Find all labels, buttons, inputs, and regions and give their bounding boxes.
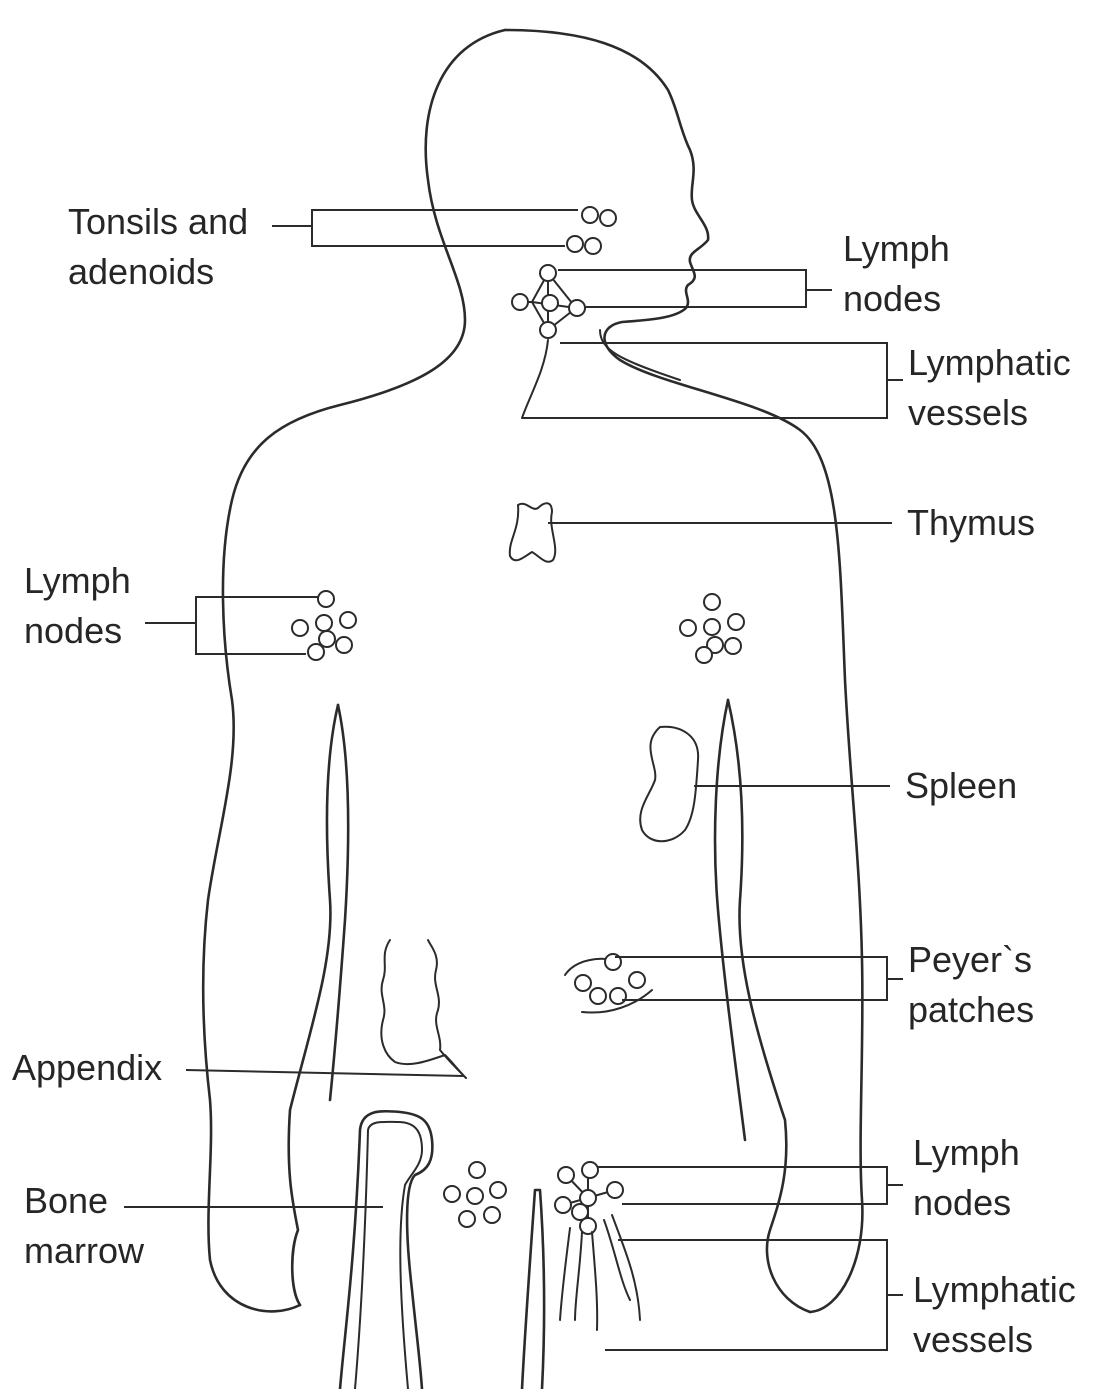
tonsil-node bbox=[567, 236, 583, 252]
armpit-lymph-node bbox=[316, 615, 332, 631]
left-arm-inner-outline bbox=[289, 705, 338, 1305]
appendix-label: Appendix bbox=[12, 1043, 162, 1093]
groin-lymphatic-vessels-label: Lymphatic vessels bbox=[913, 1265, 1076, 1365]
peyers-patches-group bbox=[565, 954, 903, 1013]
groin-lymph-node bbox=[558, 1167, 574, 1183]
label-line: Lymphatic bbox=[908, 338, 1071, 388]
label-line: marrow bbox=[24, 1226, 144, 1276]
neck-lymph-node bbox=[569, 300, 585, 316]
bone-marrow-node bbox=[444, 1186, 460, 1202]
tonsils-bracket bbox=[312, 210, 578, 246]
spleen-label: Spleen bbox=[905, 761, 1017, 811]
label-line: vessels bbox=[908, 388, 1071, 438]
armpit-lymph-node bbox=[696, 647, 712, 663]
groin-lymph-node bbox=[607, 1182, 623, 1198]
armpit-lymph-node bbox=[319, 631, 335, 647]
neck-vessel-line bbox=[522, 340, 548, 418]
peyers-patch-node bbox=[590, 988, 606, 1004]
thymus-label: Thymus bbox=[907, 498, 1035, 548]
label-line: Lymph bbox=[913, 1128, 1020, 1178]
armpit-lymph-node bbox=[340, 612, 356, 628]
left-arm-inner-outline-2 bbox=[330, 705, 348, 1100]
label-line: Lymph bbox=[24, 556, 131, 606]
armpit-lymph-node bbox=[728, 614, 744, 630]
groin-vessel-strand bbox=[592, 1232, 597, 1330]
bone-marrow-node bbox=[484, 1207, 500, 1223]
label-line: vessels bbox=[913, 1315, 1076, 1365]
bone-marrow-label: Bone marrow bbox=[24, 1176, 144, 1276]
peyers-patch-node bbox=[610, 988, 626, 1004]
armpit-lymph-node bbox=[704, 619, 720, 635]
armpit-lymph-node bbox=[318, 591, 334, 607]
armpit-lymph-node bbox=[336, 637, 352, 653]
label-line: nodes bbox=[913, 1178, 1020, 1228]
neck-lymph-nodes-label: Lymph nodes bbox=[843, 224, 950, 324]
bone-marrow-group bbox=[124, 1162, 506, 1227]
label-line: Appendix bbox=[12, 1043, 162, 1093]
label-line: Spleen bbox=[905, 761, 1017, 811]
neck-vessels-bracket bbox=[522, 343, 887, 418]
groin-vessel-strand bbox=[560, 1228, 570, 1320]
left-leg-inner-outline bbox=[355, 1122, 422, 1389]
label-line: patches bbox=[908, 985, 1034, 1035]
peyers-patches-bracket bbox=[615, 957, 887, 1000]
neck-lymph-nodes-bracket bbox=[558, 270, 806, 307]
label-line: Tonsils and bbox=[68, 197, 248, 247]
colon-shape bbox=[381, 940, 466, 1078]
groin-vessel-strand bbox=[604, 1220, 630, 1300]
armpit-lymph-node bbox=[725, 638, 741, 654]
label-line: nodes bbox=[24, 606, 131, 656]
tonsil-node bbox=[582, 207, 598, 223]
label-line: Lymphatic bbox=[913, 1265, 1076, 1315]
neck-lymphatic-vessels-label: Lymphatic vessels bbox=[908, 338, 1071, 438]
peyers-patch-node bbox=[629, 972, 645, 988]
thymus-shape bbox=[510, 503, 555, 562]
bone-marrow-node bbox=[459, 1211, 475, 1227]
armpit-lymph-nodes-label: Lymph nodes bbox=[24, 556, 131, 656]
armpit-lymph-nodes-group bbox=[145, 591, 356, 660]
groin-lymph-nodes-label: Lymph nodes bbox=[913, 1128, 1020, 1228]
tonsil-node bbox=[585, 238, 601, 254]
groin-lymph-node bbox=[582, 1162, 598, 1178]
groin-lymph-nodes-group bbox=[555, 1162, 903, 1350]
right-leg-inner-outline bbox=[522, 1190, 544, 1389]
label-line: Thymus bbox=[907, 498, 1035, 548]
groin-lymph-nodes-bracket bbox=[598, 1167, 887, 1204]
neck-lymph-node bbox=[512, 294, 528, 310]
tonsil-node bbox=[600, 210, 616, 226]
tonsils-and-adenoids-group bbox=[272, 207, 616, 254]
neck-lymph-node bbox=[540, 265, 556, 281]
label-line: nodes bbox=[843, 274, 950, 324]
groin-vessel-strand bbox=[575, 1232, 582, 1320]
label-line: Peyer`s bbox=[908, 935, 1034, 985]
appendix-leader bbox=[186, 1070, 464, 1076]
face-profile bbox=[505, 30, 862, 1312]
left-leg-outline bbox=[340, 1111, 432, 1389]
armpit-lymph-node bbox=[704, 594, 720, 610]
armpit-lymph-node bbox=[308, 644, 324, 660]
armpit-lymph-node bbox=[292, 620, 308, 636]
bone-marrow-node bbox=[490, 1182, 506, 1198]
body-outline bbox=[203, 30, 862, 1389]
groin-vessels-bracket bbox=[605, 1240, 887, 1350]
neck-lymph-node bbox=[540, 322, 556, 338]
neck-lymph-node bbox=[542, 295, 558, 311]
right-arm-inner-outline bbox=[728, 700, 810, 1312]
spleen-shape bbox=[640, 727, 698, 841]
label-line: Lymph bbox=[843, 224, 950, 274]
label-line: Bone bbox=[24, 1176, 144, 1226]
peyers-patch-node bbox=[575, 975, 591, 991]
head-and-left-torso-outline bbox=[203, 30, 505, 1311]
tonsils-and-adenoids-label: Tonsils and adenoids bbox=[68, 197, 248, 297]
peyers-patches-label: Peyer`s patches bbox=[908, 935, 1034, 1035]
bone-marrow-node bbox=[467, 1188, 483, 1204]
right-armpit-lymph-nodes bbox=[680, 594, 744, 663]
groin-lymph-node bbox=[555, 1197, 571, 1213]
label-line: adenoids bbox=[68, 247, 248, 297]
armpit-lymph-node bbox=[680, 620, 696, 636]
groin-vessel-strand bbox=[612, 1215, 640, 1320]
bone-marrow-node bbox=[469, 1162, 485, 1178]
